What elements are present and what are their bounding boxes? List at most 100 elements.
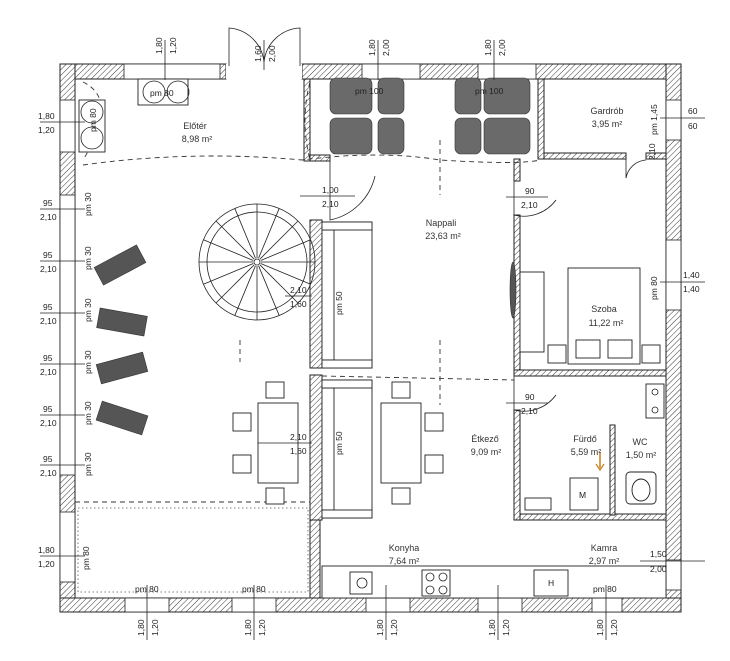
dim-bot-180-a: 1,80	[136, 619, 146, 636]
dim-left-120-top: 1,20	[38, 125, 55, 135]
dim-left-210-1: 2,10	[40, 212, 57, 222]
room-eloter-name: Előtér	[183, 121, 207, 131]
stair-tread	[260, 239, 311, 261]
dim-left-95-3: 95	[43, 302, 53, 312]
dim-bot-180-b: 1,80	[243, 619, 253, 636]
washers	[78, 78, 190, 153]
dim-bot-120-d: 1,20	[501, 619, 511, 636]
dim-int-210-dining: 2,10	[290, 432, 307, 442]
spiral-staircase	[198, 203, 316, 321]
dims-right: 60 60 1,40 1,40 1,50 2,00	[640, 106, 705, 574]
stair-tread	[234, 208, 256, 259]
dim-top-180-b: 1,80	[367, 39, 377, 56]
dim-right-200: 2,00	[650, 564, 667, 574]
label-heater: H	[548, 578, 554, 588]
dim-top-200-b: 2,00	[381, 39, 391, 56]
label-pm100-right: pm 100	[475, 86, 504, 96]
label-machine: M	[579, 490, 586, 500]
dim-int-210-c: 2,10	[521, 406, 538, 416]
room-kamra-area: 2,97 m²	[589, 556, 620, 566]
bath-fixtures	[524, 383, 665, 511]
dim-left-180-top: 1,80	[38, 111, 55, 121]
dim-top-200-c: 2,00	[497, 39, 507, 56]
dim-int-160-stair: 1,60	[290, 299, 307, 309]
dim-bot-120-b: 1,20	[257, 619, 267, 636]
room-kamra-name: Kamra	[591, 543, 618, 553]
label-pm30-3: pm 30	[83, 298, 93, 322]
room-nappali-name: Nappali	[426, 218, 457, 228]
room-nappali-area: 23,63 m²	[425, 231, 461, 241]
dim-bot-120-c: 1,20	[389, 619, 399, 636]
room-eloter-area: 8,98 m²	[182, 134, 213, 144]
sofa-upper	[321, 221, 373, 369]
dim-bot-180-e: 1,80	[595, 619, 605, 636]
label-pm80-konyha: pm 80	[81, 546, 91, 570]
dim-left-210-3: 2,10	[40, 316, 57, 326]
label-pm30-5: pm 30	[83, 401, 93, 425]
dim-int-100: 1,00	[322, 185, 339, 195]
dims-left: 1,80 1,20 95 2,10 95 2,10 95 2,10 95 2,1…	[38, 111, 85, 569]
dim-left-210-4: 2,10	[40, 367, 57, 377]
dim-left-120-bot: 1,20	[38, 559, 55, 569]
room-gardrob-area: 3,95 m²	[592, 119, 623, 129]
kitchen-counter	[321, 565, 667, 599]
room-konyha-name: Konyha	[389, 543, 420, 553]
dim-top-200-door: 2,00	[267, 45, 277, 62]
label-pm100-left: pm 100	[355, 86, 384, 96]
room-gardrob-name: Gardrób	[590, 106, 623, 116]
dim-right-60-top: 60	[688, 106, 698, 116]
outer-walls	[59, 63, 682, 613]
label-pm80-szoba: pm 80	[649, 276, 659, 300]
stair-tread	[259, 264, 299, 304]
room-szoba-area: 11,22 m²	[589, 318, 624, 328]
dim-left-210-6: 2,10	[40, 468, 57, 478]
stair-tread	[203, 239, 254, 261]
stair-tread	[258, 208, 280, 259]
loungers	[93, 244, 149, 436]
room-wc-area: 1,50 m²	[626, 450, 657, 460]
dim-left-210-2: 2,10	[40, 264, 57, 274]
stair-tread	[203, 263, 254, 285]
room-etkezo-name: Étkező	[471, 434, 499, 444]
dim-right-140-bot: 1,40	[683, 284, 700, 294]
dim-top-180-c: 1,80	[483, 39, 493, 56]
room-etkezo-area: 9,09 m²	[471, 447, 502, 457]
dim-int-90-a: 90	[525, 186, 535, 196]
label-pm50-upper: pm 50	[334, 291, 344, 315]
label-pm30-1: pm 30	[83, 192, 93, 216]
stair-tread	[215, 220, 255, 260]
dim-bot-120-e: 1,20	[609, 619, 619, 636]
dims-bottom: 1,80 1,20 1,80 1,20 1,80 1,20 1,80 1,20 …	[136, 585, 619, 640]
dim-right-150: 1,50	[650, 549, 667, 559]
armchairs-top	[329, 77, 531, 155]
dim-left-180-bot: 1,80	[38, 545, 55, 555]
stair-tread	[260, 263, 311, 285]
sofa-lower	[321, 379, 373, 519]
dim-right-140-top: 1,40	[683, 270, 700, 280]
stair-tread	[234, 265, 256, 316]
room-wc-name: WC	[633, 437, 648, 447]
label-pm80-b3: pm 80	[593, 584, 617, 594]
dim-left-95-1: 95	[43, 198, 53, 208]
label-pm30-4: pm 30	[83, 350, 93, 374]
stair-tread	[258, 265, 280, 316]
dims-interior: 1,00 2,10 90 2,10 90 2,10 2,10 1,60 2,10…	[258, 185, 548, 456]
dim-left-95-2: 95	[43, 250, 53, 260]
dim-int-210-b: 2,10	[521, 200, 538, 210]
dining-table-right	[380, 381, 444, 505]
room-konyha-area: 7,64 m²	[389, 556, 420, 566]
dim-left-95-4: 95	[43, 353, 53, 363]
label-210-gardrob: 2,10	[647, 143, 657, 160]
entrance-door	[226, 27, 302, 79]
dim-int-90-b: 90	[525, 392, 535, 402]
label-pm30-2: pm 30	[83, 246, 93, 270]
dim-left-95-6: 95	[43, 454, 53, 464]
label-pm80-washer: pm 80	[150, 88, 174, 98]
dim-int-210-stair: 2,10	[290, 285, 307, 295]
room-szoba-name: Szoba	[591, 304, 617, 314]
dims-top: 1,80 1,20 1,60 2,00 1,80 2,00 1,80 2,00	[154, 37, 507, 80]
fixture-labels: M H pm 80 pm 100 pm 100 pm 80 pm 80 pm 8…	[81, 86, 659, 594]
stair-tread	[259, 220, 299, 260]
desk-szoba	[509, 261, 545, 353]
